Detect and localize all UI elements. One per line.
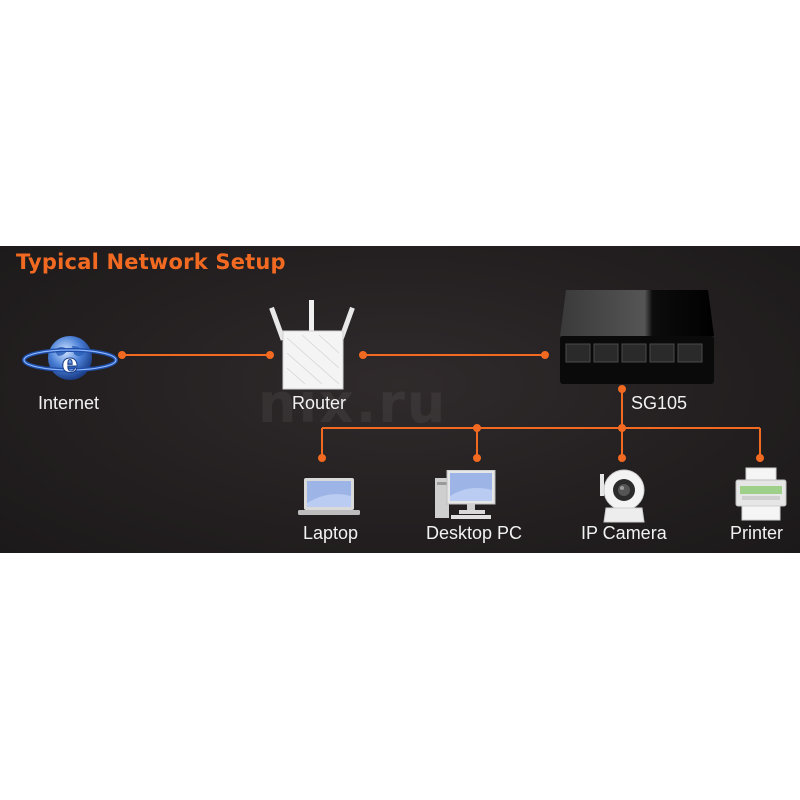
internet-label: Internet: [38, 393, 100, 413]
internet-node: e: [18, 328, 122, 393]
desktop-label: Desktop PC: [426, 523, 523, 543]
router-icon: [269, 300, 355, 390]
connection-lines: [118, 351, 764, 462]
laptop-icon: [298, 478, 360, 515]
camera-node: [596, 466, 652, 529]
svg-text:e: e: [62, 349, 79, 379]
laptop-node: [298, 478, 360, 523]
router-node: [262, 298, 362, 398]
link-switch-camera: [618, 424, 626, 432]
camera-label: IP Camera: [581, 523, 667, 543]
network-diagram-panel: nix.ru Typical Network Setup: [0, 246, 800, 553]
switch-node: [556, 286, 716, 393]
desktop-node: [435, 469, 499, 525]
switch-icon: [560, 290, 714, 384]
printer-icon: [735, 467, 787, 521]
camera-icon: [600, 469, 645, 523]
router-label: Router: [292, 393, 347, 413]
diagram-title: Typical Network Setup: [16, 250, 286, 274]
globe-icon: e: [22, 336, 118, 380]
switch-label: SG105: [631, 393, 688, 413]
desktop-icon: [435, 469, 496, 519]
printer-node: [734, 466, 788, 527]
printer-label: Printer: [730, 523, 784, 543]
laptop-label: Laptop: [303, 523, 359, 543]
